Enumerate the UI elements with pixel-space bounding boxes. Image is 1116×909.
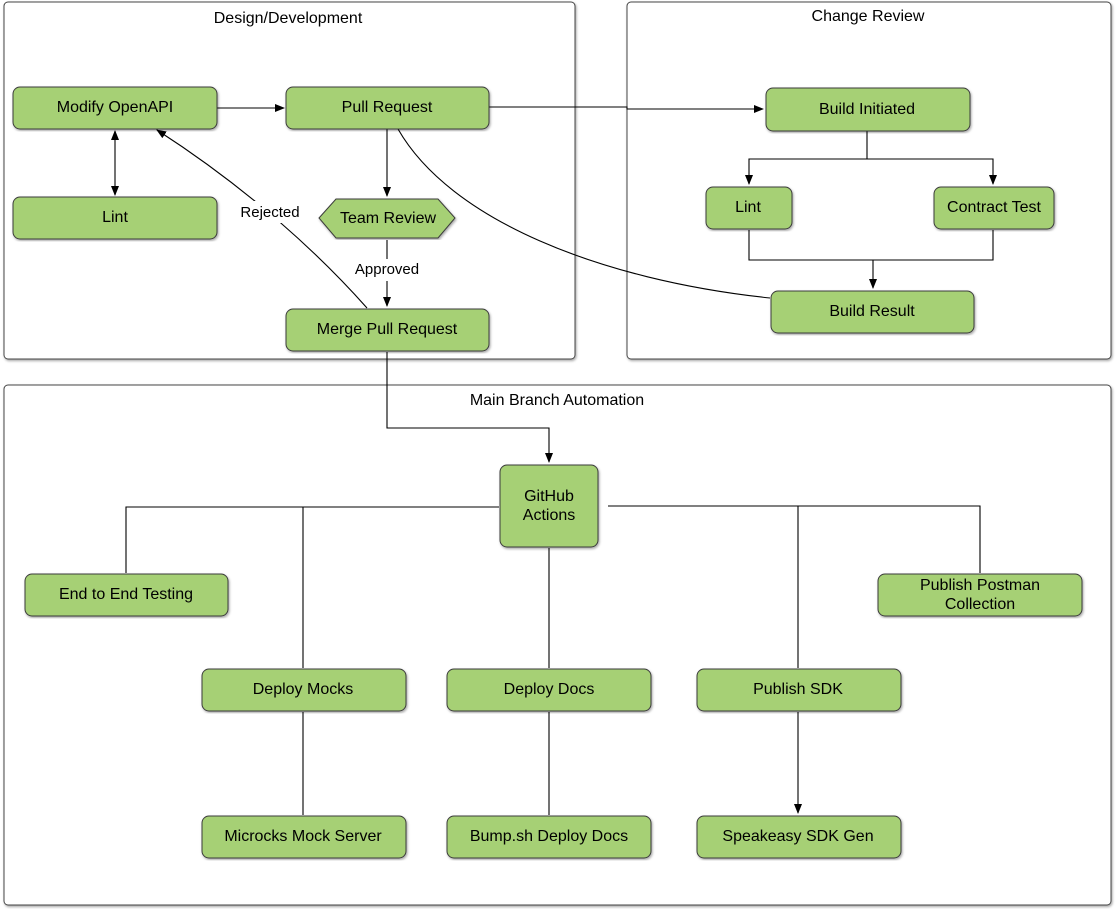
node-label: Build Initiated — [819, 101, 915, 118]
edge-label-rejected: Rejected — [240, 204, 299, 221]
node-speakeasy: Speakeasy SDK Gen — [696, 815, 902, 859]
node-label: Deploy Mocks — [253, 681, 353, 698]
node-label: Lint — [735, 199, 761, 216]
node-label: Build Result — [829, 303, 915, 320]
node-label: Microcks Mock Server — [224, 828, 382, 845]
node-label-line1: Publish Postman — [920, 577, 1040, 594]
edge-labels: Rejected Approved — [235, 201, 427, 281]
node-label: End to End Testing — [59, 586, 193, 603]
node-label: Speakeasy SDK Gen — [722, 828, 873, 845]
node-label: Publish SDK — [753, 681, 843, 698]
node-label: Team Review — [340, 210, 436, 227]
node-team-review: Team Review — [318, 198, 456, 239]
node-lint-dev: Lint — [12, 196, 218, 240]
node-label-line2: Actions — [523, 507, 575, 524]
group-main-branch-automation: Main Branch Automation — [3, 384, 1112, 906]
group-design-development: Design/Development — [3, 1, 576, 360]
node-label: Deploy Docs — [504, 681, 595, 698]
group-change-review: Change Review — [626, 1, 1112, 360]
node-label: Bump.sh Deploy Docs — [470, 828, 628, 845]
edge-actions-to-postman — [608, 505, 981, 573]
node-microcks: Microcks Mock Server — [201, 815, 407, 859]
node-deploy-mocks: Deploy Mocks — [201, 668, 407, 712]
node-label: Merge Pull Request — [317, 321, 458, 338]
edge-merge-to-actions — [386, 352, 553, 463]
edge-build-to-lint — [745, 131, 868, 185]
node-label: Contract Test — [947, 199, 1042, 216]
node-label: Modify OpenAPI — [57, 99, 174, 116]
node-modify-openapi: Modify OpenAPI — [12, 86, 218, 130]
node-label-line1: GitHub — [524, 488, 574, 505]
node-end-to-end-testing: End to End Testing — [24, 573, 229, 617]
edge-result-to-pr — [397, 128, 771, 299]
edge-build-to-contract — [867, 158, 997, 185]
node-bump-sh: Bump.sh Deploy Docs — [446, 815, 652, 859]
group-title-main: Main Branch Automation — [470, 392, 644, 409]
node-pull-request: Pull Request — [285, 86, 490, 130]
group-title-design: Design/Development — [214, 10, 363, 27]
node-build-initiated: Build Initiated — [765, 87, 971, 132]
node-publish-sdk: Publish SDK — [696, 668, 902, 712]
edge-actions-to-e2e — [125, 506, 499, 573]
edge-tests-join — [748, 230, 994, 261]
node-label: Pull Request — [342, 99, 433, 116]
group-title-review: Change Review — [812, 8, 925, 25]
node-publish-postman: Publish Postman Collection — [877, 573, 1083, 617]
node-label: Lint — [102, 209, 128, 226]
node-github-actions: GitHub Actions — [499, 464, 599, 548]
node-build-result: Build Result — [770, 290, 975, 334]
node-label-line2: Collection — [945, 596, 1015, 613]
node-merge-pull-request: Merge Pull Request — [285, 308, 490, 352]
edge-pr-to-build — [489, 105, 764, 113]
node-deploy-docs: Deploy Docs — [446, 668, 652, 712]
node-lint-review: Lint — [705, 186, 793, 230]
edge-label-approved: Approved — [355, 261, 419, 278]
node-contract-test: Contract Test — [933, 186, 1055, 230]
